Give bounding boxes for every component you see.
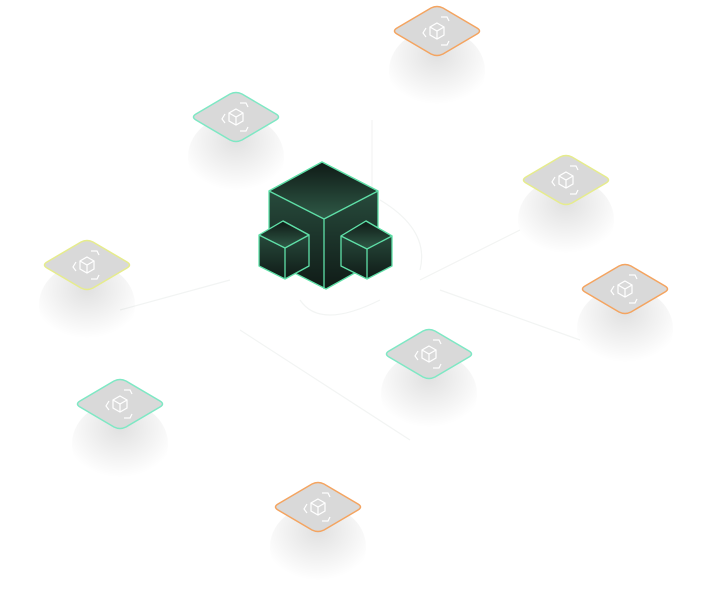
tile-glow: [39, 263, 135, 347]
central-hub-cubes: [258, 161, 393, 290]
cube-icon: [303, 492, 331, 522]
node-tile[interactable]: [72, 378, 168, 487]
cube-icon: [72, 250, 100, 280]
tile-glow: [381, 352, 477, 436]
tile-glow: [72, 402, 168, 486]
cube-icon: [414, 339, 442, 369]
node-tile[interactable]: [188, 91, 284, 200]
cube-icon: [422, 16, 450, 46]
tile-glow: [518, 178, 614, 262]
node-tile[interactable]: [381, 328, 477, 437]
tile-glow: [270, 505, 366, 589]
node-tile[interactable]: [389, 5, 485, 114]
cube-icon: [551, 165, 579, 195]
node-tile[interactable]: [39, 239, 135, 348]
node-tile[interactable]: [577, 263, 673, 372]
connection-lines: [119, 120, 581, 441]
cube-icon: [105, 389, 133, 419]
node-tile[interactable]: [270, 481, 366, 590]
tile-glow: [188, 115, 284, 199]
node-tile[interactable]: [518, 154, 614, 263]
cube-icon: [610, 274, 638, 304]
cube-icon: [221, 102, 249, 132]
tile-glow: [577, 287, 673, 371]
tile-glow: [389, 29, 485, 113]
